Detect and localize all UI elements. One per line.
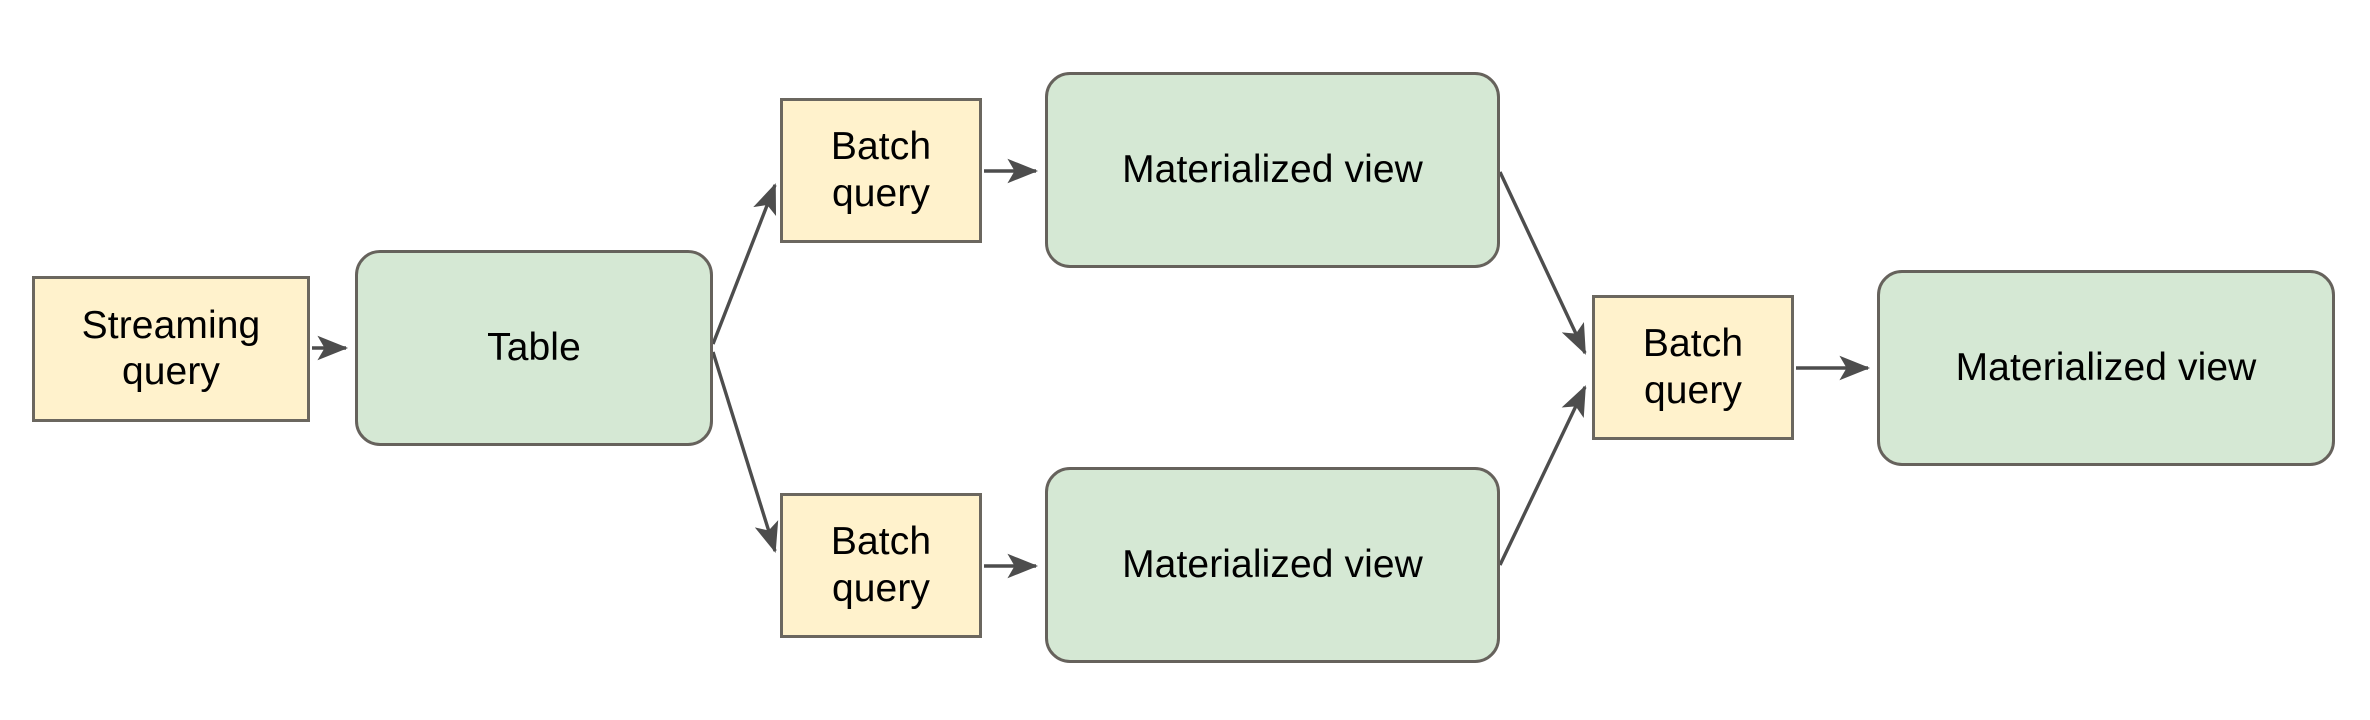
node-materialized-view-bottom[interactable]: Materialized view	[1045, 467, 1500, 663]
node-label-batch-query-top: Batch query	[830, 125, 932, 215]
node-label-batch-query-bottom: Batch query	[830, 520, 932, 610]
node-streaming-query[interactable]: Streaming query	[32, 276, 310, 422]
node-label-batch-query-merge: Batch query	[1642, 322, 1744, 412]
node-batch-query-bottom[interactable]: Batch query	[780, 493, 982, 638]
node-table[interactable]: Table	[355, 250, 713, 446]
edge-materialized-view-top-to-batch-query-merge	[1498, 171, 1587, 355]
node-materialized-view-top[interactable]: Materialized view	[1045, 72, 1500, 268]
edge-table-to-batch-query-bottom	[711, 351, 779, 553]
node-label-materialized-view-top: Materialized view	[1122, 147, 1423, 191]
node-label-streaming-query: Streaming query	[81, 303, 261, 393]
node-batch-query-top[interactable]: Batch query	[780, 98, 982, 243]
node-label-materialized-view-final: Materialized view	[1955, 345, 2257, 389]
node-batch-query-merge[interactable]: Batch query	[1592, 295, 1794, 440]
node-label-table: Table	[487, 325, 581, 369]
edge-materialized-view-bottom-to-batch-query-merge	[1498, 385, 1587, 566]
node-materialized-view-final[interactable]: Materialized view	[1877, 270, 2335, 466]
edge-table-to-batch-query-top	[711, 183, 777, 345]
node-label-materialized-view-bottom: Materialized view	[1122, 542, 1423, 586]
